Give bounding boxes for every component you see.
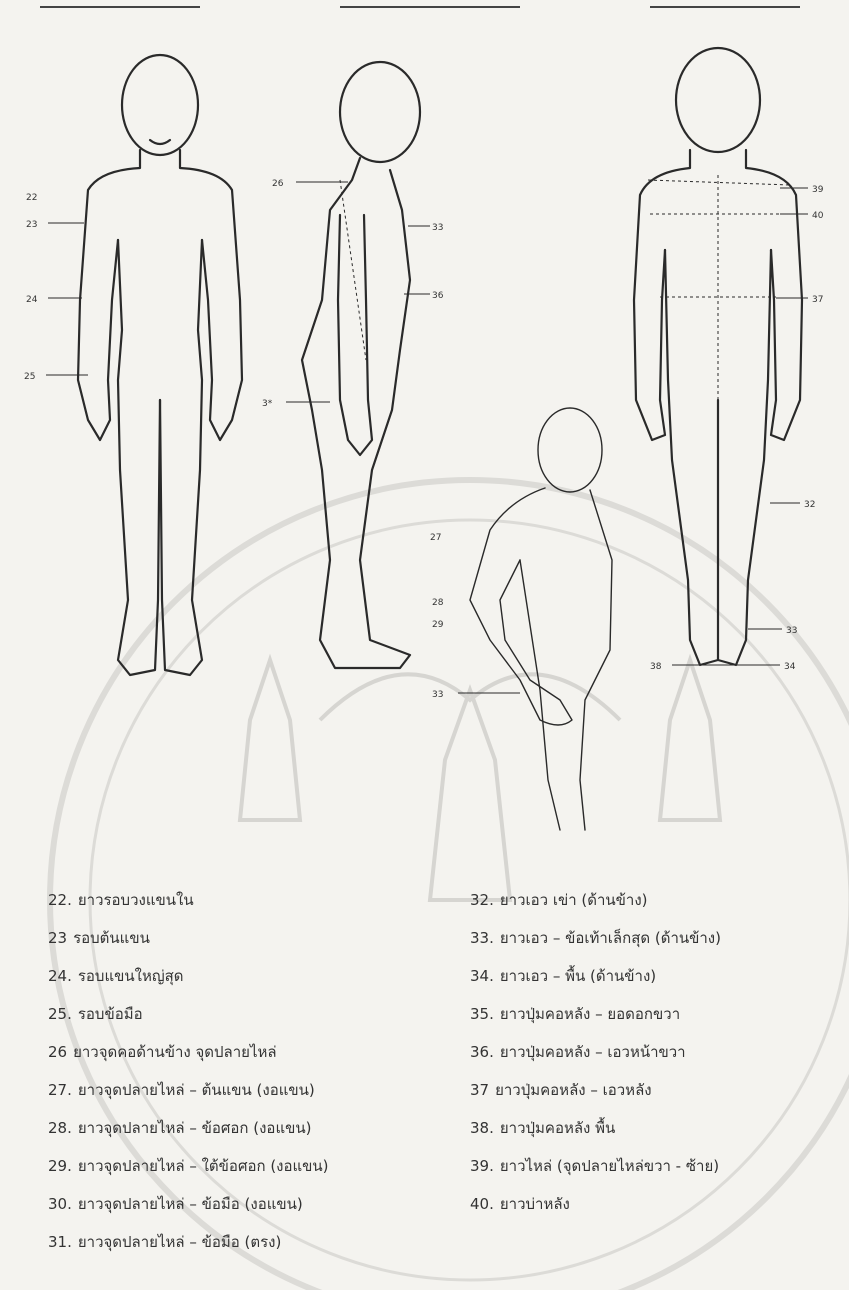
label-22: 22 xyxy=(26,193,37,203)
legend-text: ยาวปุ่มคอหลัง – ยอดอกขวา xyxy=(500,1005,680,1023)
legend-number: 23 xyxy=(48,929,67,947)
legend-number: 25. xyxy=(48,1005,72,1023)
label-28: 28 xyxy=(432,598,444,608)
label-25: 25 xyxy=(24,372,35,382)
label-38: 38 xyxy=(650,662,662,672)
label-side-33: 33 xyxy=(432,223,443,233)
legend-item: 26 ยาวจุดคอด้านข้าง จุดปลายไหล่ xyxy=(48,1040,277,1064)
legend-number: 39. xyxy=(470,1157,494,1175)
label-26: 26 xyxy=(272,179,284,189)
legend-number: 28. xyxy=(48,1119,72,1137)
legend-item: 36. ยาวปุ่มคอหลัง – เอวหน้าขวา xyxy=(470,1040,686,1064)
legend-number: 27. xyxy=(48,1081,72,1099)
legend-text: ยาวจุดปลายไหล่ – ข้อศอก (งอแขน) xyxy=(78,1119,312,1137)
legend-item: 37 ยาวปุ่มคอหลัง – เอวหลัง xyxy=(470,1078,652,1102)
legend-text: ยาวจุดคอด้านข้าง จุดปลายไหล่ xyxy=(73,1043,276,1061)
legend-text: รอบข้อมือ xyxy=(78,1005,143,1023)
legend-number: 37 xyxy=(470,1081,489,1099)
legend-item: 30. ยาวจุดปลายไหล่ – ข้อมือ (งอแขน) xyxy=(48,1192,303,1216)
label-back-33: 33 xyxy=(786,626,797,636)
label-39: 39 xyxy=(812,185,824,195)
legend-item: 29. ยาวจุดปลายไหล่ – ใต้ข้อศอก (งอแขน) xyxy=(48,1154,329,1178)
legend-number: 33. xyxy=(470,929,494,947)
legend-number: 35. xyxy=(470,1005,494,1023)
legend-text: ยาวจุดปลายไหล่ – ใต้ข้อศอก (งอแขน) xyxy=(78,1157,329,1175)
legend-number: 29. xyxy=(48,1157,72,1175)
legend-text: ยาวปุ่มคอหลัง – เอวหน้าขวา xyxy=(500,1043,686,1061)
legend-item: 33. ยาวเอว – ข้อเท้าเล็กสุด (ด้านข้าง) xyxy=(470,926,721,950)
legend-item: 25. รอบข้อมือ xyxy=(48,1002,143,1026)
label-23: 23 xyxy=(26,220,37,230)
bent-figure xyxy=(470,408,612,830)
legend-text: รอบต้นแขน xyxy=(73,929,150,947)
legend-item: 38. ยาวปุ่มคอหลัง พื้น xyxy=(470,1116,615,1140)
legend-item: 27. ยาวจุดปลายไหล่ – ต้นแขน (งอแขน) xyxy=(48,1078,315,1102)
legend-text: ยาวรอบวงแขนใน xyxy=(78,891,194,909)
legend-item: 39. ยาวไหล่ (จุดปลายไหล่ขวา - ซ้าย) xyxy=(470,1154,719,1178)
legend-text: ยาวจุดปลายไหล่ – ข้อมือ (งอแขน) xyxy=(78,1195,303,1213)
label-40: 40 xyxy=(812,211,824,221)
legend-item: 24. รอบแขนใหญ่สุด xyxy=(48,964,184,988)
legend-text: รอบแขนใหญ่สุด xyxy=(78,967,184,985)
legend-item: 23 รอบต้นแขน xyxy=(48,926,150,950)
label-34: 34 xyxy=(784,662,796,672)
label-36: 36 xyxy=(432,291,444,301)
label-24: 24 xyxy=(26,295,38,305)
legend-number: 31. xyxy=(48,1233,72,1251)
legend-number: 30. xyxy=(48,1195,72,1213)
side-figure xyxy=(302,62,420,668)
legend-item: 22. ยาวรอบวงแขนใน xyxy=(48,888,194,912)
legend-text: ยาวปุ่มคอหลัง พื้น xyxy=(500,1119,615,1137)
legend-number: 36. xyxy=(470,1043,494,1061)
legend-text: ยาวบ่าหลัง xyxy=(500,1195,570,1213)
label-29: 29 xyxy=(432,620,444,630)
legend-text: ยาวปุ่มคอหลัง – เอวหลัง xyxy=(495,1081,652,1099)
legend-number: 24. xyxy=(48,967,72,985)
legend-text: ยาวจุดปลายไหล่ – ต้นแขน (งอแขน) xyxy=(78,1081,315,1099)
legend-text: ยาวไหล่ (จุดปลายไหล่ขวา - ซ้าย) xyxy=(500,1157,719,1175)
legend-number: 38. xyxy=(470,1119,494,1137)
label-27: 27 xyxy=(430,533,441,543)
legend-text: ยาวเอว เข่า (ด้านข้าง) xyxy=(500,891,648,909)
legend-item: 35. ยาวปุ่มคอหลัง – ยอดอกขวา xyxy=(470,1002,680,1026)
legend-text: ยาวเอว – ข้อเท้าเล็กสุด (ด้านข้าง) xyxy=(500,929,721,947)
legend-item: 31. ยาวจุดปลายไหล่ – ข้อมือ (ตรง) xyxy=(48,1230,281,1254)
legend-item: 32. ยาวเอว เข่า (ด้านข้าง) xyxy=(470,888,648,912)
legend-number: 32. xyxy=(470,891,494,909)
label-37: 37 xyxy=(812,295,823,305)
measurement-legend: 22. ยาวรอบวงแขนใน 23 รอบต้นแขน 24. รอบแขนใหญ่… xyxy=(0,880,849,1290)
label-32: 32 xyxy=(804,500,815,510)
legend-number: 40. xyxy=(470,1195,494,1213)
legend-number: 26 xyxy=(48,1043,67,1061)
legend-item: 34. ยาวเอว – พื้น (ด้านข้าง) xyxy=(470,964,656,988)
legend-item: 28. ยาวจุดปลายไหล่ – ข้อศอก (งอแขน) xyxy=(48,1116,311,1140)
legend-number: 22. xyxy=(48,891,72,909)
label-bent-33: 33 xyxy=(432,690,443,700)
label-3x: 3* xyxy=(262,399,273,409)
legend-text: ยาวจุดปลายไหล่ – ข้อมือ (ตรง) xyxy=(78,1233,282,1251)
front-figure xyxy=(78,55,242,675)
legend-number: 34. xyxy=(470,967,494,985)
legend-text: ยาวเอว – พื้น (ด้านข้าง) xyxy=(500,967,656,985)
body-figures: 22 23 24 25 26 33 36 3* 27 28 29 33 39 4… xyxy=(0,0,849,880)
legend-item: 40. ยาวบ่าหลัง xyxy=(470,1192,570,1216)
